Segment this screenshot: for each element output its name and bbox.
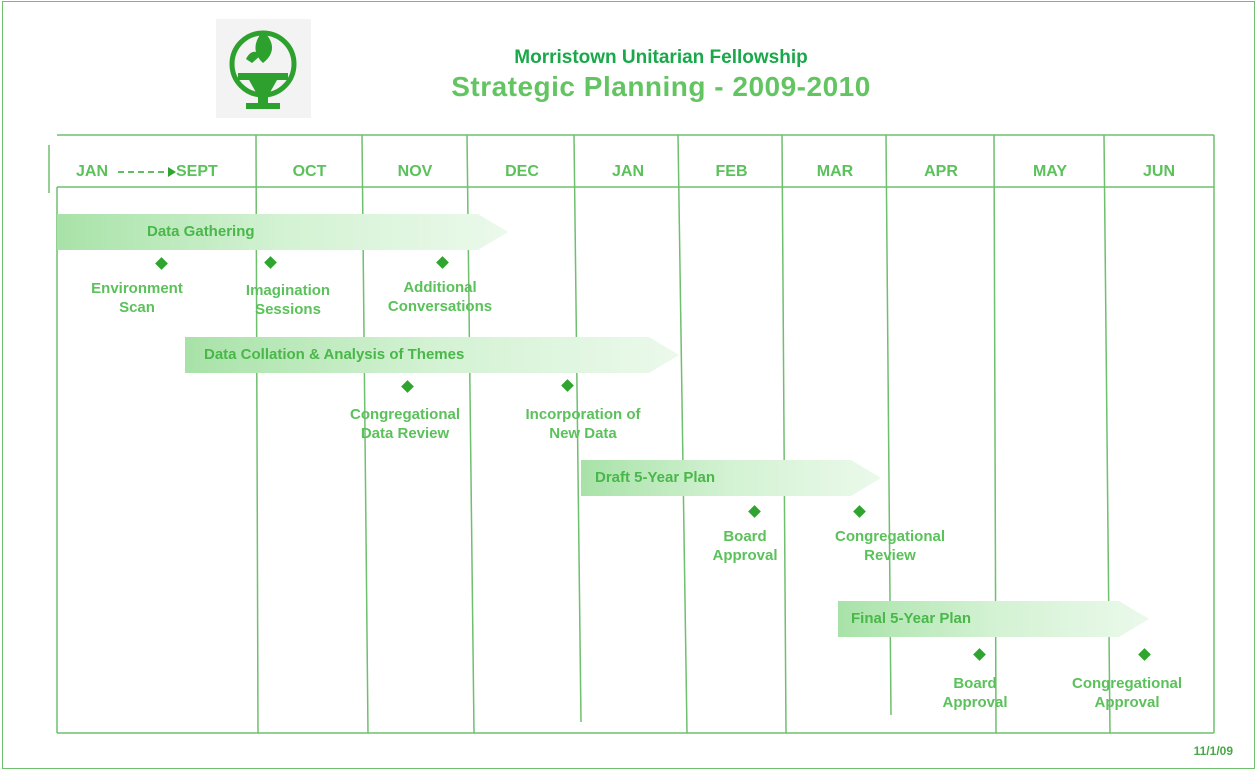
month-jun: JUN: [1142, 163, 1175, 180]
month-feb: FEB: [715, 163, 748, 180]
phase-draft-plan: Draft 5-Year Plan: [581, 460, 881, 496]
month-oct: OCT: [292, 163, 327, 180]
phase-label: Final 5-Year Plan: [851, 610, 972, 627]
milestone-congregational-data-review: Congregational Data Review: [349, 406, 460, 442]
milestone-environment-scan: Environment Scan: [91, 280, 183, 316]
milestone-incorporation-new-data: Incorporation of New Data: [525, 406, 641, 442]
month-nov: NOV: [397, 163, 433, 180]
milestone-board-approval-draft: Board Approval: [712, 528, 778, 564]
month-mar: MAR: [816, 163, 854, 180]
milestone-additional-conversations: Additional Conversations: [387, 279, 493, 315]
month-sept: SEPT: [176, 163, 218, 180]
month-apr: APR: [924, 163, 958, 180]
phase-label: Draft 5-Year Plan: [595, 469, 716, 486]
phase-label: Data Collation & Analysis of Themes: [204, 346, 465, 363]
phase-data-gathering: Data Gathering: [57, 214, 508, 250]
phase-data-collation: Data Collation & Analysis of Themes: [185, 337, 679, 373]
milestone-board-approval-final: Board Approval: [942, 675, 1008, 711]
month-jan-start: JAN: [75, 163, 108, 180]
slide-date: 11/1/09: [1193, 744, 1233, 758]
phase-final-plan: Final 5-Year Plan: [838, 601, 1149, 637]
org-name: Morristown Unitarian Fellowship: [514, 47, 808, 68]
month-dec: DEC: [505, 163, 539, 180]
milestone-imagination-sessions: Imagination Sessions: [245, 282, 331, 318]
page-title: Strategic Planning - 2009-2010: [451, 71, 871, 102]
month-may: MAY: [1032, 163, 1068, 180]
phase-label: Data Gathering: [147, 223, 255, 240]
milestone-congregational-approval: Congregational Approval: [1071, 675, 1182, 711]
milestone-congregational-review: Congregational Review: [834, 528, 945, 564]
month-jan: JAN: [611, 163, 644, 180]
chalice-logo: [216, 19, 311, 118]
